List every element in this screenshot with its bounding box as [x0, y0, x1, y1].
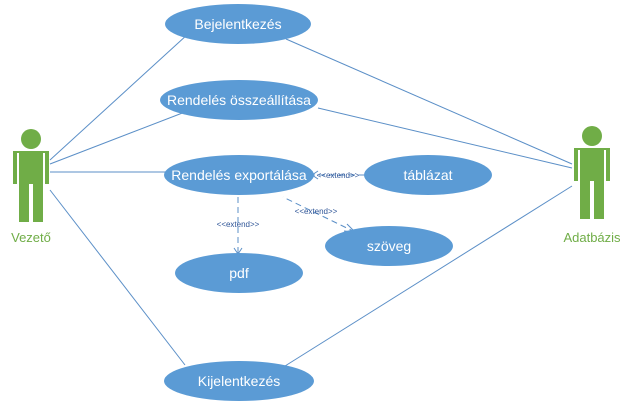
use-case-label: szöveg [367, 238, 411, 254]
assoc-vezeto-kijelentkezes [49, 189, 186, 366]
actor-adatbazis[interactable]: Adatbázis [563, 126, 621, 245]
use-case-label: táblázat [403, 167, 452, 183]
use-case-label: Kijelentkezés [198, 373, 281, 389]
person-icon [13, 129, 49, 222]
assoc-vezeto-bejelentkezes [49, 33, 189, 161]
extend-pdf: <<extend>> [217, 197, 260, 255]
actor-label: Vezető [11, 230, 51, 245]
use-case-szoveg[interactable]: szöveg [325, 226, 453, 266]
use-case-kijelentkezes[interactable]: Kijelentkezés [164, 361, 314, 401]
extend-line-szoveg [282, 196, 356, 233]
use-case-bejelentkezes[interactable]: Bejelentkezés [165, 4, 311, 44]
extend-label-tablazat: <<extend>> [317, 171, 360, 180]
use-case-pdf[interactable]: pdf [175, 253, 303, 293]
extend-tablazat: <<extend>> [311, 170, 365, 180]
person-icon [574, 126, 610, 219]
use-case-label: Rendelés exportálása [171, 167, 307, 183]
use-case-osszeallitas[interactable]: Rendelés összeállítása [160, 80, 318, 120]
assoc-adatbazis-bejelentkezes [285, 38, 573, 165]
use-case-exportalas[interactable]: Rendelés exportálása [164, 155, 314, 195]
extend-label-szoveg: <<extend>> [295, 207, 338, 216]
assoc-adatbazis-kijelentkezes [284, 185, 573, 367]
actor-vezeto[interactable]: Vezető [11, 129, 51, 245]
assoc-adatbazis-osszeallitas [317, 107, 573, 169]
actor-label: Adatbázis [563, 230, 621, 245]
extend-label-pdf: <<extend>> [217, 220, 260, 229]
assoc-vezeto-osszeallitas [49, 111, 186, 165]
use-case-label: pdf [229, 265, 249, 281]
use-case-tablazat[interactable]: táblázat [364, 155, 492, 195]
use-case-label: Bejelentkezés [194, 16, 281, 32]
extend-szoveg: <<extend>> [282, 196, 357, 233]
use-case-label: Rendelés összeállítása [167, 92, 311, 108]
